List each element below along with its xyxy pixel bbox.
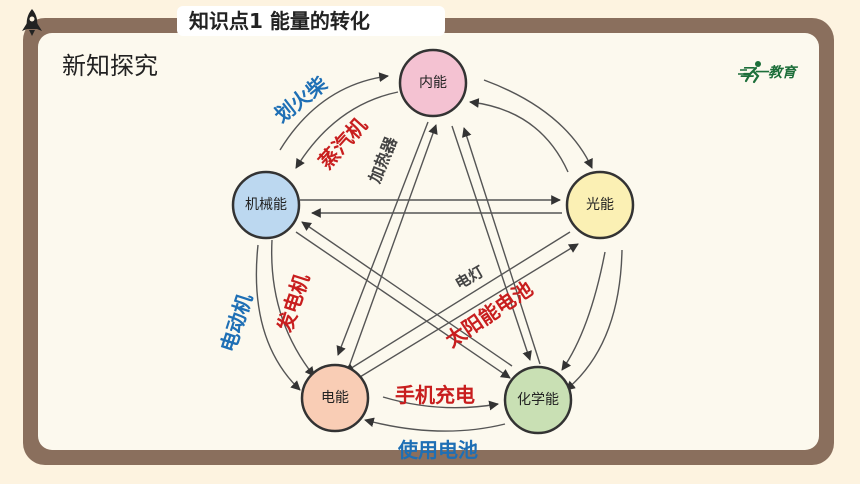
arrow-mechanical-to-chemical [295,231,511,379]
arrow-light-to-chemical-outer [565,249,623,391]
arrow-chemical-to-mechanical [301,221,513,367]
topic-tab: 知识点1 能量的转化 [177,6,445,36]
rocket-icon [22,9,42,36]
arrow-internal-to-electric [336,121,429,356]
arrow-light-to-internal [469,98,569,173]
arrow-chemical-to-electric [364,417,506,432]
arrow-electric-to-mechanical [255,244,301,391]
svg-text:内能: 内能 [419,75,447,91]
label-heater: 加热器 [365,133,401,186]
node-internal: 内能 [398,48,468,118]
label-phone-charging: 手机充电 [395,383,475,407]
arrow-internal-to-chemical [451,125,532,361]
node-mechanical: 机械能 [231,170,301,240]
arrow-electric-to-chemical [382,396,499,411]
straight-arrows [295,121,579,381]
logo-text: 二一教育 [740,65,796,81]
label-match: 划火柴 [270,71,333,127]
arrow-mechanical-to-electric [270,239,315,377]
svg-text:机械能: 机械能 [245,197,287,213]
arrow-mechanical-to-internal [279,72,389,151]
arrow-internal-to-mechanical [295,91,399,169]
node-light: 光能 [565,170,635,240]
label-solar-cell: 太阳能电池 [441,276,537,352]
svg-text:化学能: 化学能 [517,392,559,408]
arrow-chemical-to-internal [462,127,541,365]
label-electric-lamp: 电灯 [452,262,487,293]
label-using-battery: 使用电池 [397,438,478,462]
arrow-light-to-electric [344,231,571,373]
section-title: 新知探究 [62,52,158,80]
curved-arrows [255,72,623,432]
logo-runner-icon [738,61,761,84]
label-generator: 发电机 [272,271,314,336]
label-motor: 电动机 [216,291,257,355]
arrow-light-to-chemical [561,251,606,371]
node-chemical: 化学能 [503,365,573,435]
svg-text:电能: 电能 [321,390,349,406]
label-steam-engine: 蒸汽机 [314,113,372,174]
svg-text:光能: 光能 [586,197,614,213]
node-electric: 电能 [300,363,370,433]
arrow-internal-to-light [483,79,593,169]
arrow-electric-to-light [354,243,579,381]
arrow-electric-to-internal [349,124,438,365]
